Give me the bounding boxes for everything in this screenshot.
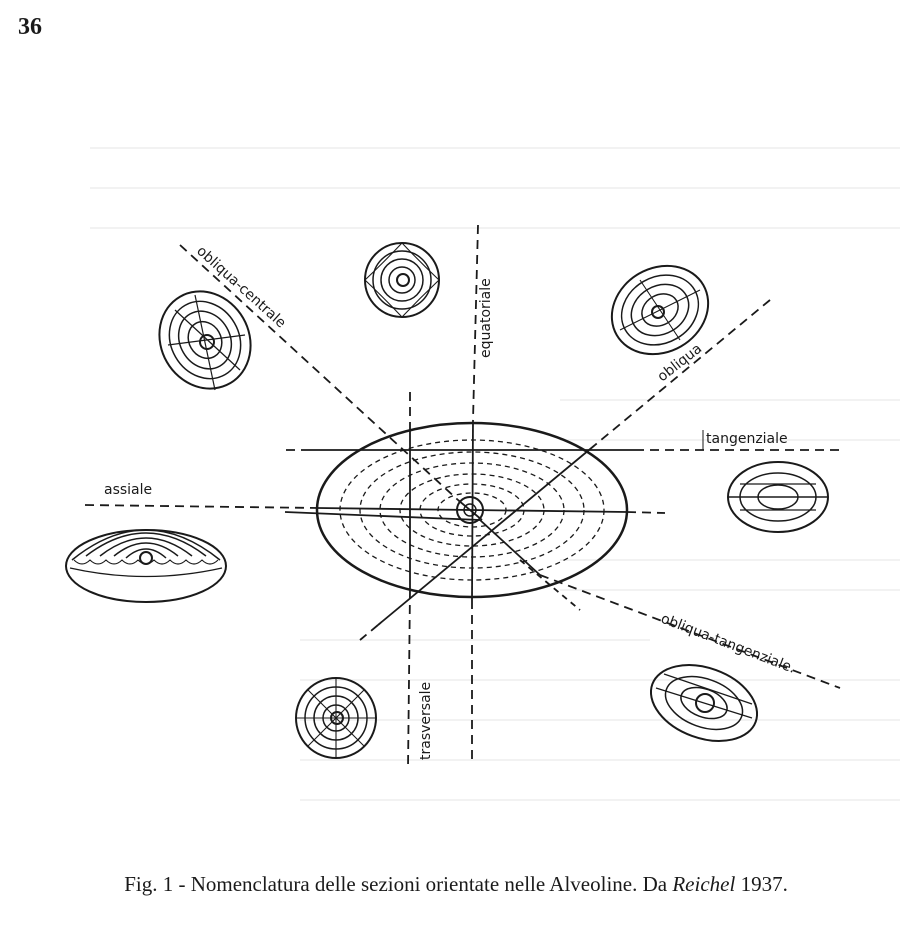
show-through-lines xyxy=(90,147,900,801)
label-obliqua-centrale: obliqua-centrale xyxy=(193,243,289,331)
section-lines xyxy=(84,224,841,769)
section-trasversale xyxy=(295,677,377,759)
obliqua-tangenziale-line xyxy=(284,511,481,521)
section-equatoriale xyxy=(364,242,440,318)
label-trasversale: trasversale xyxy=(418,682,434,760)
section-tangenziale xyxy=(727,461,829,533)
section-obliqua-tangenziale xyxy=(649,664,759,742)
section-assiale xyxy=(65,529,227,603)
section-obliqua-centrale xyxy=(158,290,252,391)
caption-author: Reichel xyxy=(672,872,736,896)
label-equatoriale: equatoriale xyxy=(478,278,494,358)
figure-caption: Fig. 1 - Nomenclatura delle sezioni orie… xyxy=(0,872,912,897)
caption-prefix: Fig. 1 - Nomenclatura delle sezioni orie… xyxy=(124,872,673,896)
obliqua-line xyxy=(594,299,771,446)
alveolina-section-diagram: obliqua-centrale equatoriale obliqua tan… xyxy=(65,147,900,801)
caption-year: 1937. xyxy=(735,872,788,896)
label-assiale: assiale xyxy=(104,482,152,498)
obliqua-centrale-line xyxy=(179,244,459,501)
equatoriale-line xyxy=(472,224,479,421)
section-obliqua xyxy=(610,264,710,356)
label-tangenziale: tangenziale xyxy=(706,431,788,447)
label-obliqua-tangenziale: obliqua-tangenziale. xyxy=(659,611,798,677)
page-number: 36 xyxy=(18,14,42,40)
assiale-line xyxy=(84,504,319,509)
